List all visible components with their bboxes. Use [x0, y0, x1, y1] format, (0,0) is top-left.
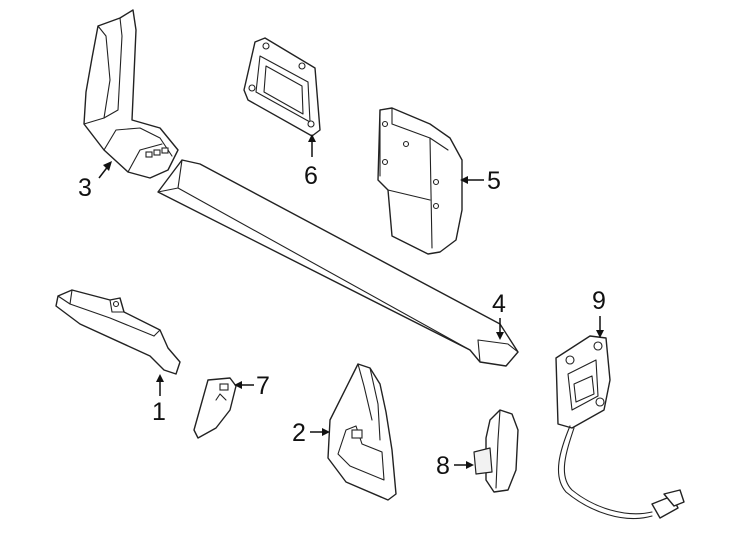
arrowhead-1	[156, 374, 164, 382]
leader-lines	[98, 134, 604, 469]
arrowhead-8	[466, 461, 474, 469]
callout-6: 6	[304, 162, 318, 190]
callout-7: 7	[256, 372, 270, 400]
part-6-plate	[243, 37, 321, 137]
part-5-module	[377, 107, 463, 255]
part-1-bracket	[55, 289, 181, 375]
part-7-bracket	[193, 377, 237, 439]
callout-9: 9	[592, 287, 606, 315]
part-9-camera	[555, 335, 685, 520]
callout-5: 5	[487, 167, 501, 195]
callout-3: 3	[78, 174, 92, 202]
arrowhead-4	[496, 332, 504, 340]
callout-4: 4	[492, 290, 506, 318]
part-3-bracket	[83, 9, 179, 179]
arrowhead-2	[322, 428, 330, 436]
arrowhead-3	[103, 161, 112, 171]
callout-labels: 3 6 5 4 1 7 2 8 9	[78, 162, 606, 480]
part-2-mud-flap	[327, 363, 397, 501]
part-4-running-board	[157, 159, 519, 367]
arrowhead-5	[460, 176, 468, 184]
callout-1: 1	[152, 398, 166, 426]
part-8-light	[473, 409, 519, 493]
callout-8: 8	[436, 452, 450, 480]
arrowhead-7	[234, 381, 242, 389]
arrowhead-9	[596, 330, 604, 338]
arrowhead-6	[308, 134, 316, 142]
callout-2: 2	[292, 419, 306, 447]
